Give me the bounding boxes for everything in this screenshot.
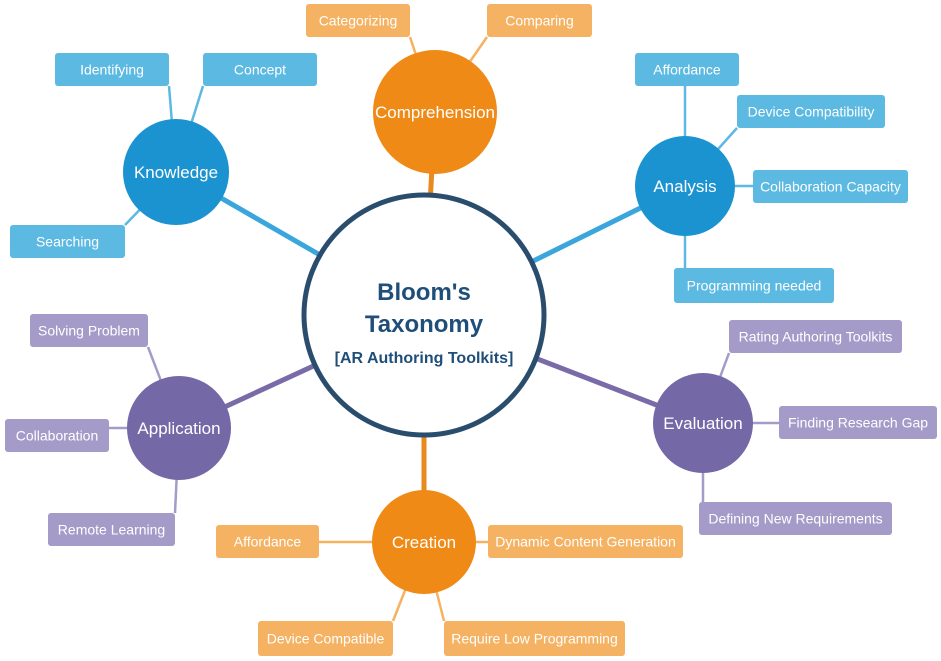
node-knowledge: Knowledge: [123, 119, 229, 225]
leaf-label: Comparing: [505, 13, 573, 29]
leaf-label: Solving Problem: [38, 323, 140, 339]
leaf-box: [487, 4, 592, 37]
leaf-box: [779, 406, 937, 439]
node-application: Application: [127, 376, 231, 480]
node-label: Analysis: [653, 177, 716, 196]
node-label: Creation: [392, 533, 456, 552]
leaf-box: [488, 525, 683, 558]
leaf-box: [216, 525, 319, 558]
leaf-box: [674, 268, 834, 303]
node-label: Comprehension: [375, 103, 495, 122]
leaf-label: Searching: [36, 234, 99, 250]
leaf-creation-device-compatible: Device Compatible: [258, 621, 393, 656]
leaf-box: [729, 320, 902, 353]
center-node: Bloom's Taxonomy [AR Authoring Toolkits]: [301, 192, 547, 438]
node-circle: [123, 119, 229, 225]
node-label: Evaluation: [663, 414, 742, 433]
node-circle: [372, 490, 476, 594]
leaf-comprehension-comparing: Comparing: [487, 4, 592, 37]
leaf-knowledge-identifying: Identifying: [55, 53, 169, 86]
leaf-box: [753, 170, 908, 203]
leaf-box: [444, 621, 625, 656]
center-title-line2: Taxonomy: [365, 311, 484, 338]
center-subtitle: [AR Authoring Toolkits]: [335, 350, 514, 367]
leaf-box: [10, 225, 125, 258]
leaf-label: Categorizing: [319, 13, 398, 29]
leaf-box: [258, 621, 393, 656]
node-creation: Creation: [372, 490, 476, 594]
leaf-box: [737, 95, 885, 128]
leaf-label: Affordance: [234, 534, 302, 550]
leaf-analysis-collaboration-capacity: Collaboration Capacity: [753, 170, 908, 203]
leaf-label: Collaboration: [16, 428, 99, 444]
leaf-application-collaboration: Collaboration: [5, 419, 109, 452]
leaf-label: Finding Research Gap: [788, 415, 928, 431]
leaf-box: [635, 53, 739, 86]
center-title-line1: Bloom's: [377, 279, 471, 306]
leaf-label: Defining New Requirements: [708, 511, 882, 527]
leaf-box: [55, 53, 169, 86]
leaf-label: Identifying: [80, 62, 144, 78]
leaf-analysis-device-compatibility: Device Compatibility: [737, 95, 885, 128]
node-label: Application: [137, 419, 220, 438]
leaf-label: Collaboration Capacity: [760, 179, 901, 195]
leaf-label: Rating Authoring Toolkits: [739, 329, 893, 345]
node-circle: [373, 50, 497, 174]
leaf-knowledge-searching: Searching: [10, 225, 125, 258]
leaf-application-remote-learning: Remote Learning: [48, 513, 175, 546]
category-nodes: Knowledge ComprehensionAnalysisEvaluation…: [123, 50, 753, 594]
leaf-box: [203, 53, 317, 86]
leaf-label: Affordance: [653, 62, 721, 78]
leaf-box: [699, 502, 892, 535]
node-circle: [635, 136, 735, 236]
leaf-knowledge-concept: Concept: [203, 53, 317, 86]
node-analysis: Analysis: [635, 136, 735, 236]
leaf-box: [48, 513, 175, 546]
leaf-label: Device Compatible: [267, 631, 385, 647]
leaf-creation-dynamic-content-generation: Dynamic Content Generation: [488, 525, 683, 558]
leaf-label: Require Low Programming: [451, 631, 618, 647]
leaf-label: Remote Learning: [58, 522, 165, 538]
leaf-creation-require-low-programming: Require Low Programming: [444, 621, 625, 656]
center-circle: [301, 192, 547, 438]
leaf-evaluation-finding-research-gap: Finding Research Gap: [779, 406, 937, 439]
leaf-application-solving-problem: Solving Problem: [30, 314, 148, 347]
leaf-analysis-affordance: Affordance: [635, 53, 739, 86]
leaf-label: Programming needed: [687, 278, 822, 294]
node-circle: [653, 373, 753, 473]
leaf-box: [306, 4, 410, 37]
leaf-label: Dynamic Content Generation: [495, 534, 676, 550]
leaf-analysis-programming-needed: Programming needed: [674, 268, 834, 303]
node-evaluation: Evaluation: [653, 373, 753, 473]
leaf-label: Concept: [234, 62, 286, 78]
leaf-box: [5, 419, 109, 452]
node-comprehension: Comprehension: [373, 50, 497, 174]
leaf-box: [30, 314, 148, 347]
leaf-label: Device Compatibility: [748, 104, 875, 120]
leaf-creation-affordance: Affordance: [216, 525, 319, 558]
leaf-comprehension-categorizing: Categorizing: [306, 4, 410, 37]
leaf-evaluation-defining-new-requirements: Defining New Requirements: [699, 502, 892, 535]
node-circle: [127, 376, 231, 480]
node-label: Knowledge: [134, 163, 218, 182]
leaf-evaluation-rating-authoring-toolkits: Rating Authoring Toolkits: [729, 320, 902, 353]
